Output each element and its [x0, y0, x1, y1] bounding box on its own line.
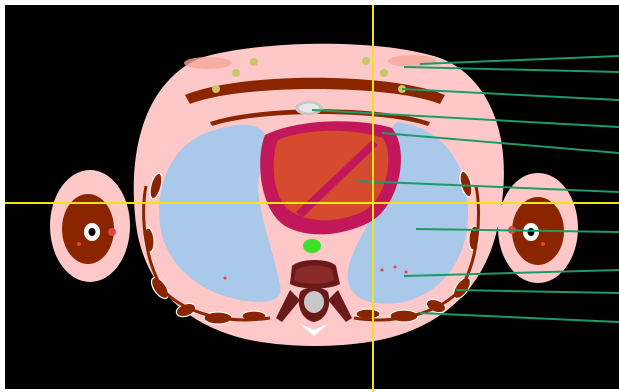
heart[interactable] [260, 121, 401, 235]
leader-lines [311, 55, 619, 323]
ribs-right[interactable] [142, 172, 271, 325]
arm-left[interactable] [50, 170, 130, 282]
lung-right[interactable] [159, 124, 281, 302]
crosshair[interactable] [5, 5, 619, 392]
lung-left[interactable] [347, 122, 469, 304]
vertebra[interactable] [276, 260, 352, 336]
sternum[interactable] [295, 101, 323, 115]
leader-line-7 [415, 228, 619, 233]
esophagus[interactable] [303, 239, 321, 253]
leader-line-4 [311, 109, 619, 128]
leader-line-8 [403, 269, 619, 277]
leader-line-5 [381, 132, 619, 154]
leader-line-6 [355, 180, 619, 193]
leader-line-1 [419, 55, 619, 65]
leader-line-10 [419, 312, 619, 323]
leader-line-9 [455, 289, 619, 294]
leader-line-3 [401, 88, 619, 101]
leader-line-2 [403, 66, 619, 73]
ribs-left[interactable] [353, 170, 481, 323]
